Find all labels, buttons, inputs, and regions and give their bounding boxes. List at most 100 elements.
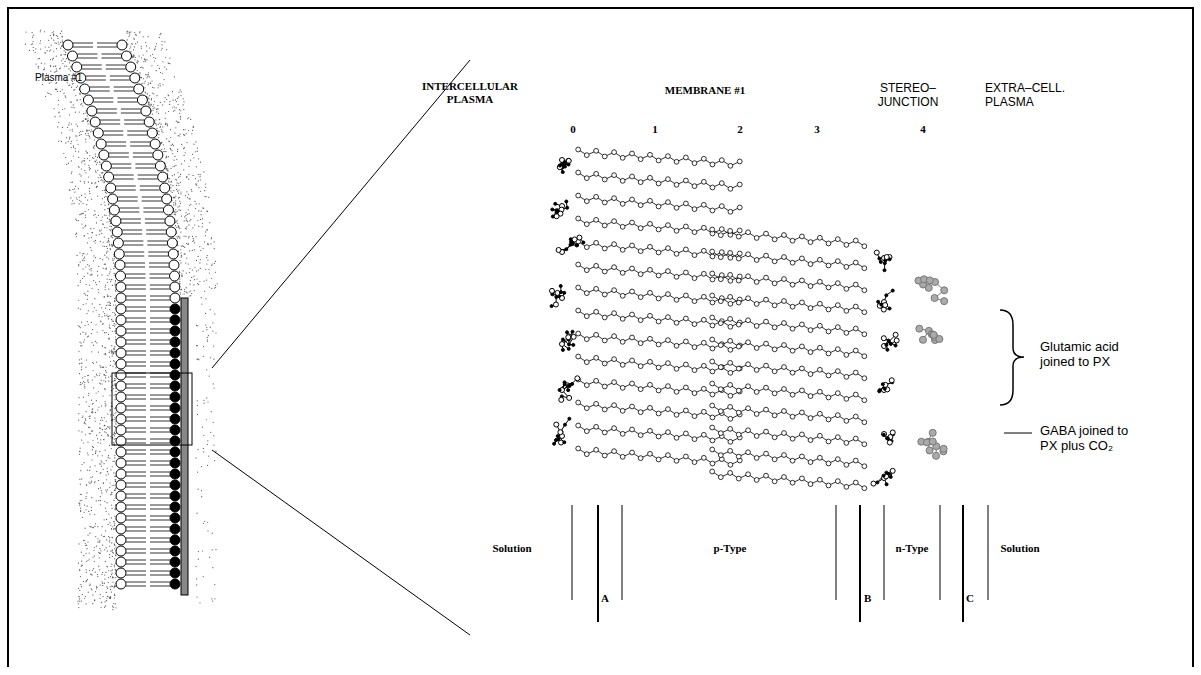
stipple-dot (96, 361, 97, 362)
stipple-dot (177, 104, 178, 105)
stipple-dot (66, 66, 67, 67)
stipple-dot (109, 428, 110, 429)
stipple-dot (173, 111, 174, 112)
stipple-dot (189, 198, 190, 199)
stipple-dot (55, 65, 56, 66)
stipple-dot (103, 439, 104, 440)
stipple-dot (107, 489, 108, 490)
stipple-dot (73, 107, 74, 108)
stipple-dot (114, 587, 115, 588)
stipple-dot (79, 450, 80, 451)
stipple-dot (181, 257, 182, 258)
stipple-dot (161, 143, 162, 144)
stipple-dot (143, 54, 144, 55)
stipple-dot (111, 236, 112, 237)
stipple-dot (68, 68, 69, 69)
stipple-dot (212, 533, 213, 534)
stipple-dot (208, 269, 209, 270)
stipple-dot (167, 170, 168, 171)
stipple-dot (64, 50, 65, 51)
stipple-dot (206, 419, 207, 420)
stipple-dot (149, 104, 150, 105)
stipple-dot (102, 198, 103, 199)
stipple-dot (112, 609, 113, 610)
stipple-dot (129, 34, 130, 35)
stipple-dot (106, 221, 107, 222)
stipple-dot (173, 145, 174, 146)
stipple-dot (105, 285, 106, 286)
stipple-dot (90, 247, 91, 248)
stipple-dot (87, 469, 88, 470)
stipple-dot (62, 36, 63, 37)
stipple-dot (81, 366, 82, 367)
stipple-dot (164, 66, 165, 67)
stipple-dot (82, 213, 83, 214)
stipple-dot (81, 500, 82, 501)
stipple-dot (72, 129, 73, 130)
stipple-dot (156, 111, 157, 112)
stipple-dot (177, 220, 178, 221)
stipple-dot (114, 443, 115, 444)
stipple-dot (175, 107, 176, 108)
stipple-dot (135, 57, 136, 58)
stipple-dot (86, 603, 87, 604)
stipple-dot (112, 549, 113, 550)
stipple-dot (177, 237, 178, 238)
stipple-dot (77, 99, 78, 100)
stipple-dot (92, 411, 93, 412)
lipid-head (63, 40, 73, 50)
stipple-dot (62, 109, 63, 110)
stipple-dot (87, 336, 88, 337)
stipple-dot (174, 76, 175, 77)
stipple-dot (90, 274, 91, 275)
stipple-dot (114, 528, 115, 529)
stipple-dot (180, 193, 181, 194)
stipple-dot (91, 342, 92, 343)
stipple-dot (59, 116, 60, 117)
stipple-dot (115, 289, 116, 290)
stipple-dot (212, 322, 213, 323)
stipple-dot (173, 100, 174, 101)
stipple-dot (210, 327, 211, 328)
stipple-dot (170, 149, 171, 150)
stipple-dot (113, 577, 114, 578)
stipple-dot (99, 175, 100, 176)
stipple-dot (105, 354, 106, 355)
stipple-dot (87, 379, 88, 380)
stipple-dot (185, 262, 186, 263)
lipid-tail (77, 58, 97, 59)
stipple-dot (203, 280, 204, 281)
stipple-dot (114, 380, 115, 381)
stipple-dot (148, 104, 149, 105)
stipple-dot (99, 229, 100, 230)
stipple-dot (98, 480, 99, 481)
stipple-dot (160, 102, 161, 103)
stipple-dot (165, 122, 166, 123)
stipple-dot (166, 168, 167, 169)
stipple-dot (76, 140, 77, 141)
stipple-dot (106, 267, 107, 268)
stipple-dot (101, 417, 102, 418)
stipple-dot (77, 86, 78, 87)
stipple-dot (108, 376, 109, 377)
lipid-tail (101, 54, 121, 55)
stipple-dot (78, 351, 79, 352)
stipple-dot (206, 369, 207, 370)
stipple-dot (83, 120, 84, 121)
stipple-dot (187, 118, 188, 119)
stipple-dot (115, 479, 116, 480)
stipple-dot (69, 62, 70, 63)
stipple-dot (191, 293, 192, 294)
stipple-dot (194, 224, 195, 225)
stipple-dot (84, 598, 85, 599)
stipple-dot (170, 182, 171, 183)
stipple-dot (91, 589, 92, 590)
stipple-dot (178, 185, 179, 186)
stipple-dot (196, 183, 197, 184)
stipple-dot (75, 135, 76, 136)
stipple-dot (165, 118, 166, 119)
stipple-dot (105, 530, 106, 531)
stipple-dot (161, 48, 162, 49)
stipple-dot (40, 40, 41, 41)
stipple-dot (179, 237, 180, 238)
